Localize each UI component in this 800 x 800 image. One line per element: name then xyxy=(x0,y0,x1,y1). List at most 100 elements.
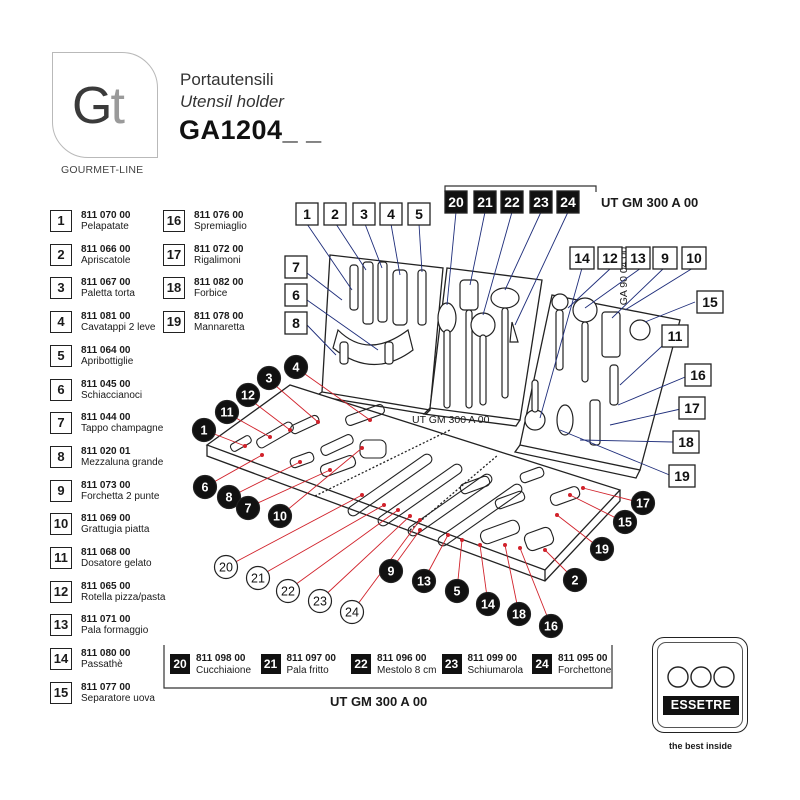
legend-name: Separatore uova xyxy=(81,692,155,704)
legend-number: 17 xyxy=(163,243,185,266)
callout-number: 14 xyxy=(481,598,495,612)
legend-number: 16 xyxy=(163,210,185,232)
legend-code: 811 070 00 xyxy=(81,210,131,221)
legend-name: Apribottiglie xyxy=(81,355,134,367)
callout-circle xyxy=(630,490,656,516)
callout-number: 15 xyxy=(618,516,632,530)
callout-circle xyxy=(307,588,333,614)
legend-code: 811 020 01 xyxy=(81,445,131,457)
callout-circle xyxy=(191,417,217,443)
callout-number: 12 xyxy=(241,389,255,403)
callout-box xyxy=(407,202,431,226)
callout-box xyxy=(295,202,319,226)
bottom-item-code: 811 098 00 xyxy=(196,653,246,664)
bottom-item-name: Pala fritto xyxy=(286,665,329,676)
bottom-item-name: Cucchiaione xyxy=(196,665,252,676)
callout-circle xyxy=(216,484,242,510)
callout-box xyxy=(529,190,553,214)
callout-number: 12 xyxy=(602,250,618,266)
essetre-logo-frame xyxy=(652,637,748,733)
callout-number: 16 xyxy=(690,367,706,383)
legend-number: 8 xyxy=(50,445,72,468)
callout-circle xyxy=(378,558,404,584)
legend-code: 811 044 00 xyxy=(81,412,131,424)
legend-number: 11 xyxy=(50,547,72,569)
legend-number: 18 xyxy=(163,277,185,300)
legend-number: 14 xyxy=(50,648,72,671)
legend-number: 10 xyxy=(50,513,72,536)
callout-number: 3 xyxy=(266,372,273,386)
callout-number: 10 xyxy=(686,250,702,266)
callout-box xyxy=(284,255,308,279)
callout-number: 11 xyxy=(220,406,233,420)
callout-number: 5 xyxy=(454,585,461,599)
callout-box xyxy=(500,190,524,214)
callout-circle xyxy=(245,565,271,591)
title-english: Utensil holder xyxy=(180,92,284,111)
callout-circle xyxy=(214,399,240,425)
callout-circle xyxy=(506,601,532,627)
callout-number: 4 xyxy=(293,361,300,375)
legend-number: 1 xyxy=(50,210,72,232)
legend-code: 811 077 00 xyxy=(81,681,131,693)
callout-box xyxy=(352,202,376,226)
legend-name: Pelapatate xyxy=(81,221,129,232)
callout-number: 5 xyxy=(415,206,423,222)
leader-arrowheads xyxy=(243,418,585,552)
callout-number: 17 xyxy=(684,400,700,416)
legend-name: Paletta torta xyxy=(81,288,135,300)
callout-number: 4 xyxy=(387,206,395,222)
legend-name: Cavatappi 2 leve xyxy=(81,322,156,334)
legend-name: Dosatore gelato xyxy=(81,558,152,569)
tools-left-panel xyxy=(332,261,427,366)
callout-box xyxy=(672,430,700,454)
legend-code: 811 076 00 xyxy=(194,210,244,221)
legend-name: Grattugia piatta xyxy=(81,524,150,536)
leader-lines-blue xyxy=(306,211,696,477)
callout-box xyxy=(284,283,308,307)
callout-number: 24 xyxy=(560,194,576,210)
legend-number: 3 xyxy=(50,277,72,300)
callout-circle xyxy=(267,503,293,529)
bottom-item-number: 24 xyxy=(532,654,552,674)
callout-box xyxy=(661,324,689,348)
callout-number: 1 xyxy=(303,206,311,222)
bottom-item-code: 811 095 00 xyxy=(558,653,608,664)
callout-circle xyxy=(589,536,615,562)
callout-circle xyxy=(444,578,470,604)
legend-number: 19 xyxy=(163,311,185,334)
callout-circle xyxy=(339,599,365,625)
legend-code: 811 071 00 xyxy=(81,614,131,626)
callout-box xyxy=(379,202,403,226)
callout-number: 9 xyxy=(388,565,395,579)
callout-circle xyxy=(256,365,282,391)
legend-code: 811 081 00 xyxy=(81,311,131,323)
callout-number: 7 xyxy=(292,259,300,275)
callout-number: 14 xyxy=(574,250,590,266)
callout-box xyxy=(569,246,595,270)
essetre-wordmark: ESSETRE xyxy=(663,696,739,715)
callout-circle xyxy=(235,495,261,521)
callout-number: 2 xyxy=(572,574,579,588)
legend-number: 13 xyxy=(50,614,72,637)
callout-circle xyxy=(562,567,588,593)
essetre-circles-icon xyxy=(667,666,735,688)
callout-box xyxy=(323,202,347,226)
bracket-lines xyxy=(163,185,613,689)
callout-circle xyxy=(192,474,218,500)
callout-number: 13 xyxy=(630,250,646,266)
callout-number: 6 xyxy=(202,481,209,495)
bottom-item-number: 21 xyxy=(260,654,281,674)
legend-code: 811 069 00 xyxy=(81,513,131,525)
callout-box xyxy=(444,190,468,214)
callout-box xyxy=(652,246,678,270)
callout-box xyxy=(473,190,497,214)
callout-number: 23 xyxy=(533,194,549,210)
